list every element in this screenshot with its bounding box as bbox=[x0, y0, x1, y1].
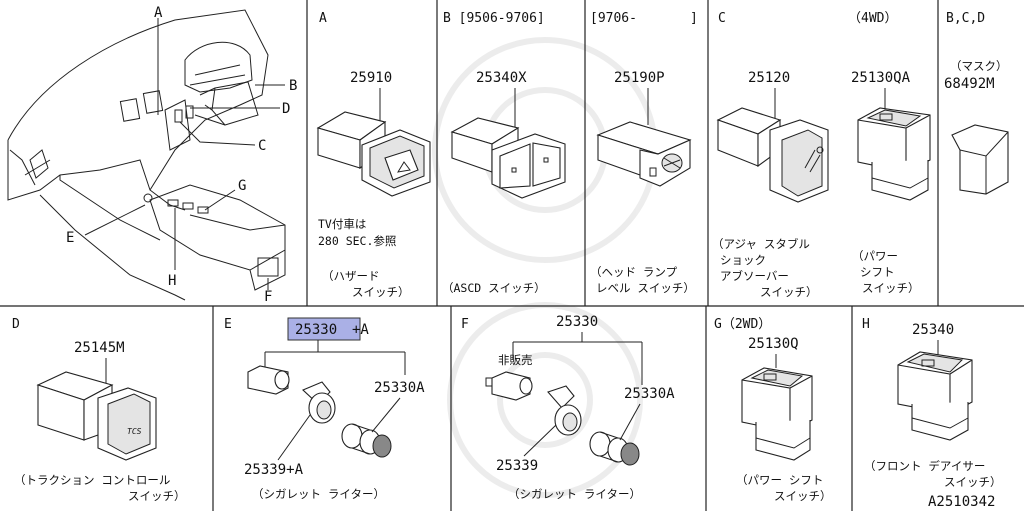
panel-header: B [9506-9706] bbox=[443, 11, 545, 26]
part-note: 非販売 bbox=[498, 353, 533, 367]
caption-line-1: （アジャ スタブル bbox=[712, 237, 810, 251]
part-number: 25145M bbox=[74, 340, 125, 356]
part-number: 25190P bbox=[614, 70, 665, 86]
caption-line-2: スイッチ） bbox=[774, 489, 832, 503]
caption-line-1: （シガレット ライター） bbox=[252, 487, 385, 501]
part-number-suffix: +A bbox=[352, 322, 369, 338]
tcs-mark: TCS bbox=[127, 427, 142, 436]
callout-g: G bbox=[238, 178, 246, 194]
panel-f: F 25330 非販売 25330A 25339 （シガレット ライター） bbox=[461, 314, 675, 501]
panel-header: （4WD） bbox=[848, 11, 897, 26]
part-note: （マスク） bbox=[950, 59, 1008, 73]
front-deicer-switch-drawing bbox=[897, 351, 973, 441]
caption-line-1: （ヘッド ランプ bbox=[590, 265, 678, 279]
caption-line-1: （フロント デアイサー bbox=[864, 459, 985, 473]
panel-mask: B,C,D （マスク） 68492M bbox=[944, 11, 1009, 195]
panel-header: F bbox=[461, 317, 469, 332]
part-number: 68492M bbox=[944, 76, 995, 92]
part-number: 25340 bbox=[912, 322, 954, 338]
part-number-a: 25330A bbox=[374, 380, 425, 396]
part-number-b: 25339 bbox=[496, 458, 538, 474]
part-number-a: 25330A bbox=[624, 386, 675, 402]
caption-line-2: レベル スイッチ） bbox=[596, 281, 695, 295]
caption-line-3: アブソーバー bbox=[720, 269, 789, 283]
mask-part-drawing bbox=[951, 124, 1009, 195]
panel-header: H bbox=[862, 317, 870, 332]
caption-line-1: （ハザード bbox=[322, 269, 380, 283]
note-line-2: 280 SEC.参照 bbox=[318, 234, 396, 248]
cigarette-lighter-e-drawing bbox=[247, 365, 392, 458]
caption-line-1: （トラクション コントロール bbox=[14, 473, 170, 487]
callout-c: C bbox=[258, 138, 266, 154]
part-number: 25340X bbox=[476, 70, 527, 86]
caption-line-2: スイッチ） bbox=[352, 285, 410, 299]
part-number: 25130QA bbox=[851, 70, 911, 86]
panel-header: [9706- bbox=[590, 11, 637, 26]
hazard-switch-drawing bbox=[316, 111, 431, 197]
caption-line-2: スイッチ） bbox=[128, 489, 186, 503]
part-number-b: 25339+A bbox=[244, 462, 304, 478]
callout-a: A bbox=[154, 5, 163, 21]
caption-line-1: （ASCD スイッチ） bbox=[442, 281, 546, 295]
callout-d: D bbox=[282, 101, 290, 117]
part-highlight bbox=[287, 317, 361, 341]
panel-header: B,C,D bbox=[946, 11, 985, 26]
part-number: 25130Q bbox=[748, 336, 799, 352]
caption-line-1: （パワー bbox=[852, 249, 898, 263]
part-number-main: 25330 bbox=[556, 314, 598, 330]
panel-a: A 25910 TV付車は 280 SEC.参照 （ハザード スイッチ） bbox=[316, 11, 431, 299]
panel-header: A bbox=[319, 11, 327, 26]
part-number-main: 25330 bbox=[295, 322, 337, 338]
part-number: 25910 bbox=[350, 70, 392, 86]
ascd-switch-drawing bbox=[450, 117, 566, 199]
callout-b: B bbox=[289, 78, 297, 94]
caption-line-1: （シガレット ライター） bbox=[508, 487, 641, 501]
panel-b-headlamp: [9706- ] 25190P （ヘッド ランプ レベル スイッチ） bbox=[590, 11, 698, 295]
panel-g: G（2WD） 25130Q （パワー シフト スイッチ） bbox=[714, 317, 832, 503]
cigarette-lighter-f-drawing bbox=[485, 371, 640, 466]
callout-f: F bbox=[264, 289, 272, 305]
panel-e: E 25330 +A 25330A 25339+A （シガレット ライター） bbox=[224, 317, 425, 501]
callout-h: H bbox=[168, 273, 176, 289]
panel-d: D 25145M TCS （トラクション コントロール スイッチ） bbox=[12, 317, 186, 503]
panel-header: E bbox=[224, 317, 232, 332]
shock-absorber-switch-drawing bbox=[716, 107, 829, 203]
caption-line-2: シフト bbox=[860, 265, 895, 279]
callout-e: E bbox=[66, 230, 74, 246]
panel-header-end: ] bbox=[690, 11, 698, 26]
caption-line-1: （パワー シフト bbox=[736, 473, 823, 487]
note-line-1: TV付車は bbox=[318, 217, 366, 231]
caption-line-4: スイッチ） bbox=[760, 285, 818, 299]
panel-c-shock: C 25120 （アジャ スタブル ショック アブソーバー スイッチ） bbox=[712, 11, 829, 299]
panel-header: C bbox=[718, 11, 726, 26]
caption-line-3: スイッチ） bbox=[862, 281, 920, 295]
part-number: 25120 bbox=[748, 70, 790, 86]
panel-b-ascd: B [9506-9706] 25340X （ASCD スイッチ） bbox=[442, 11, 566, 295]
panel-h: H 25340 （フロント デアイサー スイッチ） bbox=[862, 317, 1002, 489]
headlamp-leveling-switch-drawing bbox=[596, 121, 692, 187]
caption-line-2: スイッチ） bbox=[944, 475, 1002, 489]
traction-control-switch-drawing: TCS bbox=[36, 371, 157, 461]
power-shift-switch-drawing bbox=[857, 107, 931, 201]
diagram-code: A2510342 bbox=[928, 494, 995, 510]
caption-line-2: ショック bbox=[720, 253, 766, 267]
panel-header: G（2WD） bbox=[714, 317, 771, 332]
power-shift-2wd-switch-drawing bbox=[741, 367, 813, 461]
dashboard-overview bbox=[7, 9, 286, 301]
panel-header: D bbox=[12, 317, 20, 332]
panel-c-power-shift: （4WD） 25130QA （パワー シフト スイッチ） bbox=[848, 11, 931, 295]
